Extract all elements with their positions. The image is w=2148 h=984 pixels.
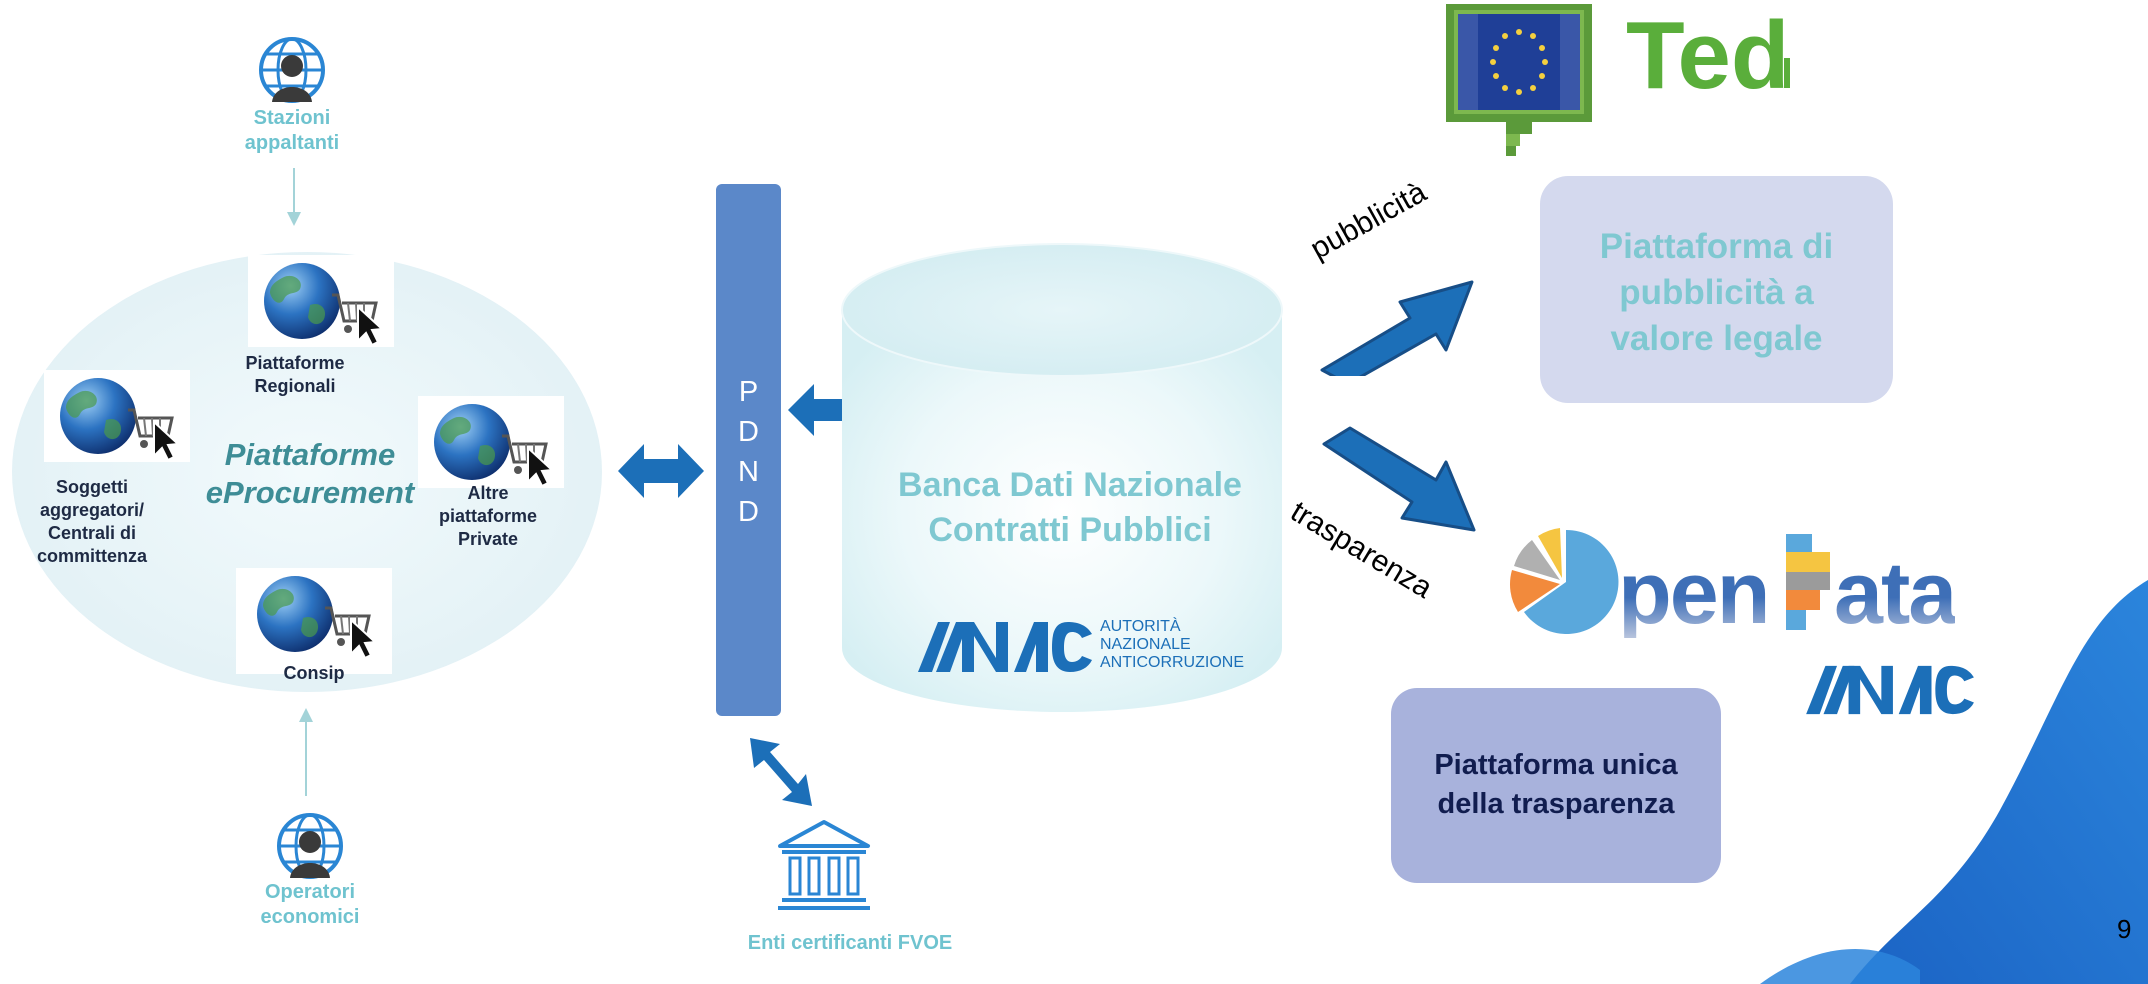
opendata-text-ata: ata [1834,543,1957,642]
regionali-label: Piattaforme Regionali [245,353,345,396]
pdnd-letter: P [738,376,759,408]
pie-chart-icon [1509,528,1619,634]
pdnd-bar [716,184,781,716]
globe-cart-icon [434,404,555,488]
pubblicita-platform-box [1540,176,1893,403]
arrow-down-right-icon [1322,426,1476,532]
arrow-down-icon [287,168,301,226]
anac-logo [918,622,1092,672]
corner-wave-decoration [1760,580,2148,984]
altre-tile [418,396,564,488]
diagonal-double-arrow-icon [750,738,812,806]
consip-label: Consip [283,663,345,683]
enti-certificanti-label: Enti certificanti FVOE [747,932,953,954]
trasparenza-platform-box [1391,688,1721,883]
anac-authority-text: AUTORITÀ NAZIONALE ANTICORRUZIONE [1100,618,1244,671]
operatori-economici-label: Operatori economici [260,881,360,928]
regionali-tile [248,255,394,347]
globe-cart-icon [60,378,181,462]
altre-piattaforme-label: Altre piattaforme Private [438,483,537,549]
ted-mark [1784,58,1790,88]
data-bars-icon [1786,534,1830,630]
trasparenza-platform-text: Piattaforma unica della trasparenza [1434,749,1678,820]
ted-text: Ted [1626,2,1790,109]
soggetti-aggregatori-label: Soggetti aggregatori/ Centrali di commit… [36,477,148,566]
eprocurement-title: Piattaforme eProcurement [205,437,415,510]
user-globe-icon [259,37,325,103]
opendata-text-open: pen [1618,543,1770,642]
pdnd-letter: D [738,496,759,528]
consip-tile [236,568,392,674]
double-arrow-icon [618,444,704,498]
soggetti-tile [44,370,190,462]
pdnd-letters: P D N D [716,372,781,532]
page-number: 9 [2117,914,2132,944]
stazioni-appaltanti-label: Stazioni appaltanti [244,107,340,154]
arrow-up-icon [299,708,313,796]
banca-dati-title: Banca Dati Nazionale Contratti Pubblici [898,466,1242,549]
database-cylinder [841,243,1283,712]
pubblicita-label: pubblicità [1305,175,1432,266]
globe-cart-icon [264,263,385,347]
institution-building-icon [778,820,870,910]
arrow-up-right-icon [1320,280,1474,376]
pdnd-letter: D [738,416,759,448]
globe-cart-icon [257,576,378,660]
anac-logo [1806,665,1974,715]
pdnd-letter: N [738,456,759,488]
user-globe-icon [277,813,343,879]
pubblicita-platform-text: Piattaforma di pubblicità a valore legal… [1599,227,1834,358]
ted-eu-flag-logo [1446,4,1592,156]
